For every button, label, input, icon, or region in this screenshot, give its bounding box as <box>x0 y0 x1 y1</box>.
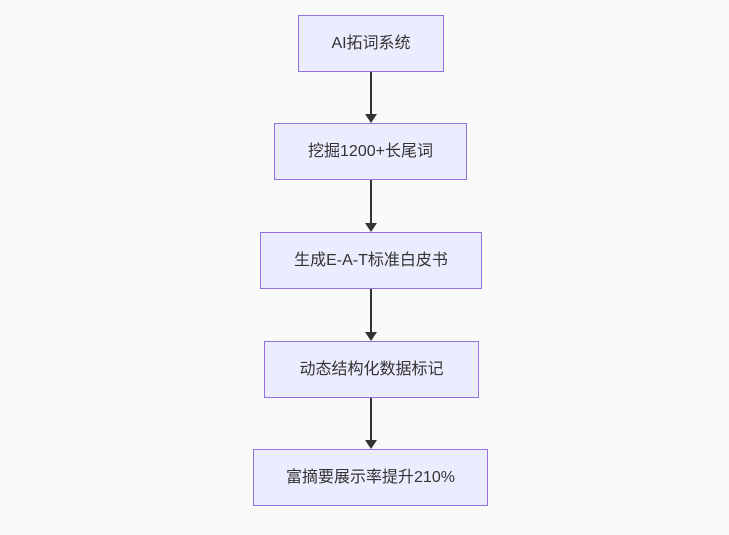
flow-node-longtail-mining: 挖掘1200+长尾词 <box>274 123 467 180</box>
flow-edge-2 <box>365 180 377 232</box>
edge-line <box>370 180 372 224</box>
flow-node-label: AI拓词系统 <box>331 34 411 52</box>
flow-node-label: 挖掘1200+长尾词 <box>308 142 433 160</box>
flow-node-ai-word-expansion: AI拓词系统 <box>298 15 444 72</box>
arrowhead-down-icon <box>365 440 377 449</box>
arrowhead-down-icon <box>365 114 377 123</box>
flow-node-structured-data-markup: 动态结构化数据标记 <box>264 341 479 398</box>
flow-edge-3 <box>365 289 377 341</box>
flow-node-rich-snippet-uplift: 富摘要展示率提升210% <box>253 449 488 506</box>
flow-edge-4 <box>365 398 377 449</box>
flow-node-label: 富摘要展示率提升210% <box>286 468 455 486</box>
flow-node-label: 生成E-A-T标准白皮书 <box>294 251 448 269</box>
flow-edge-1 <box>365 72 377 123</box>
arrowhead-down-icon <box>365 223 377 232</box>
edge-line <box>370 289 372 333</box>
flow-node-eat-whitepaper: 生成E-A-T标准白皮书 <box>260 232 482 289</box>
edge-line <box>370 398 372 441</box>
arrowhead-down-icon <box>365 332 377 341</box>
flow-node-label: 动态结构化数据标记 <box>299 360 444 378</box>
edge-line <box>370 72 372 115</box>
